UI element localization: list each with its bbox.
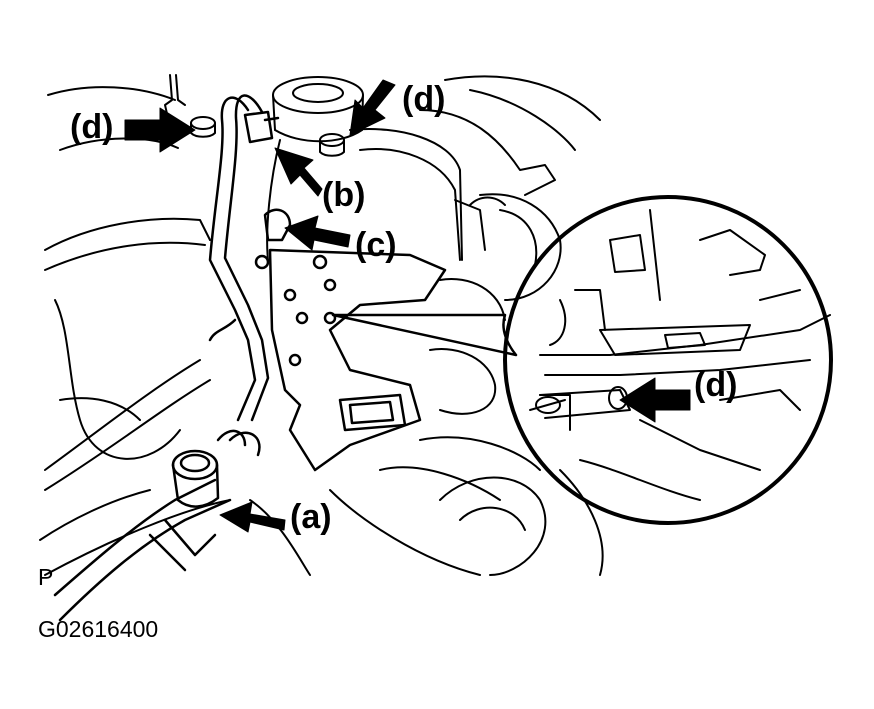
detail-inset [331,195,833,525]
callout-arrows [124,79,691,533]
lower-hose-clamp [53,429,261,622]
bracket-plate [254,248,447,472]
inset-leader [331,313,518,357]
callout-d-top-left: (d) [70,108,114,146]
inset-contents [529,209,831,501]
wire-harness [208,94,292,422]
arrow-d-inset [619,377,691,423]
callout-b: (b) [322,176,366,214]
callout-d-top-right: (d) [402,80,446,118]
figure-id: G02616400 [38,616,159,642]
inset-circle [503,195,833,525]
arrow-d-top-left [124,107,196,153]
callout-c: (c) [355,226,397,264]
arrow-b [274,147,323,197]
mount-studs [164,74,345,157]
corner-label: P [38,564,54,590]
arrow-a [219,501,286,533]
callout-d-inset: (d) [694,366,738,404]
callout-a: (a) [290,498,332,536]
arrow-d-top-right [349,79,396,136]
arrow-c [284,215,351,251]
